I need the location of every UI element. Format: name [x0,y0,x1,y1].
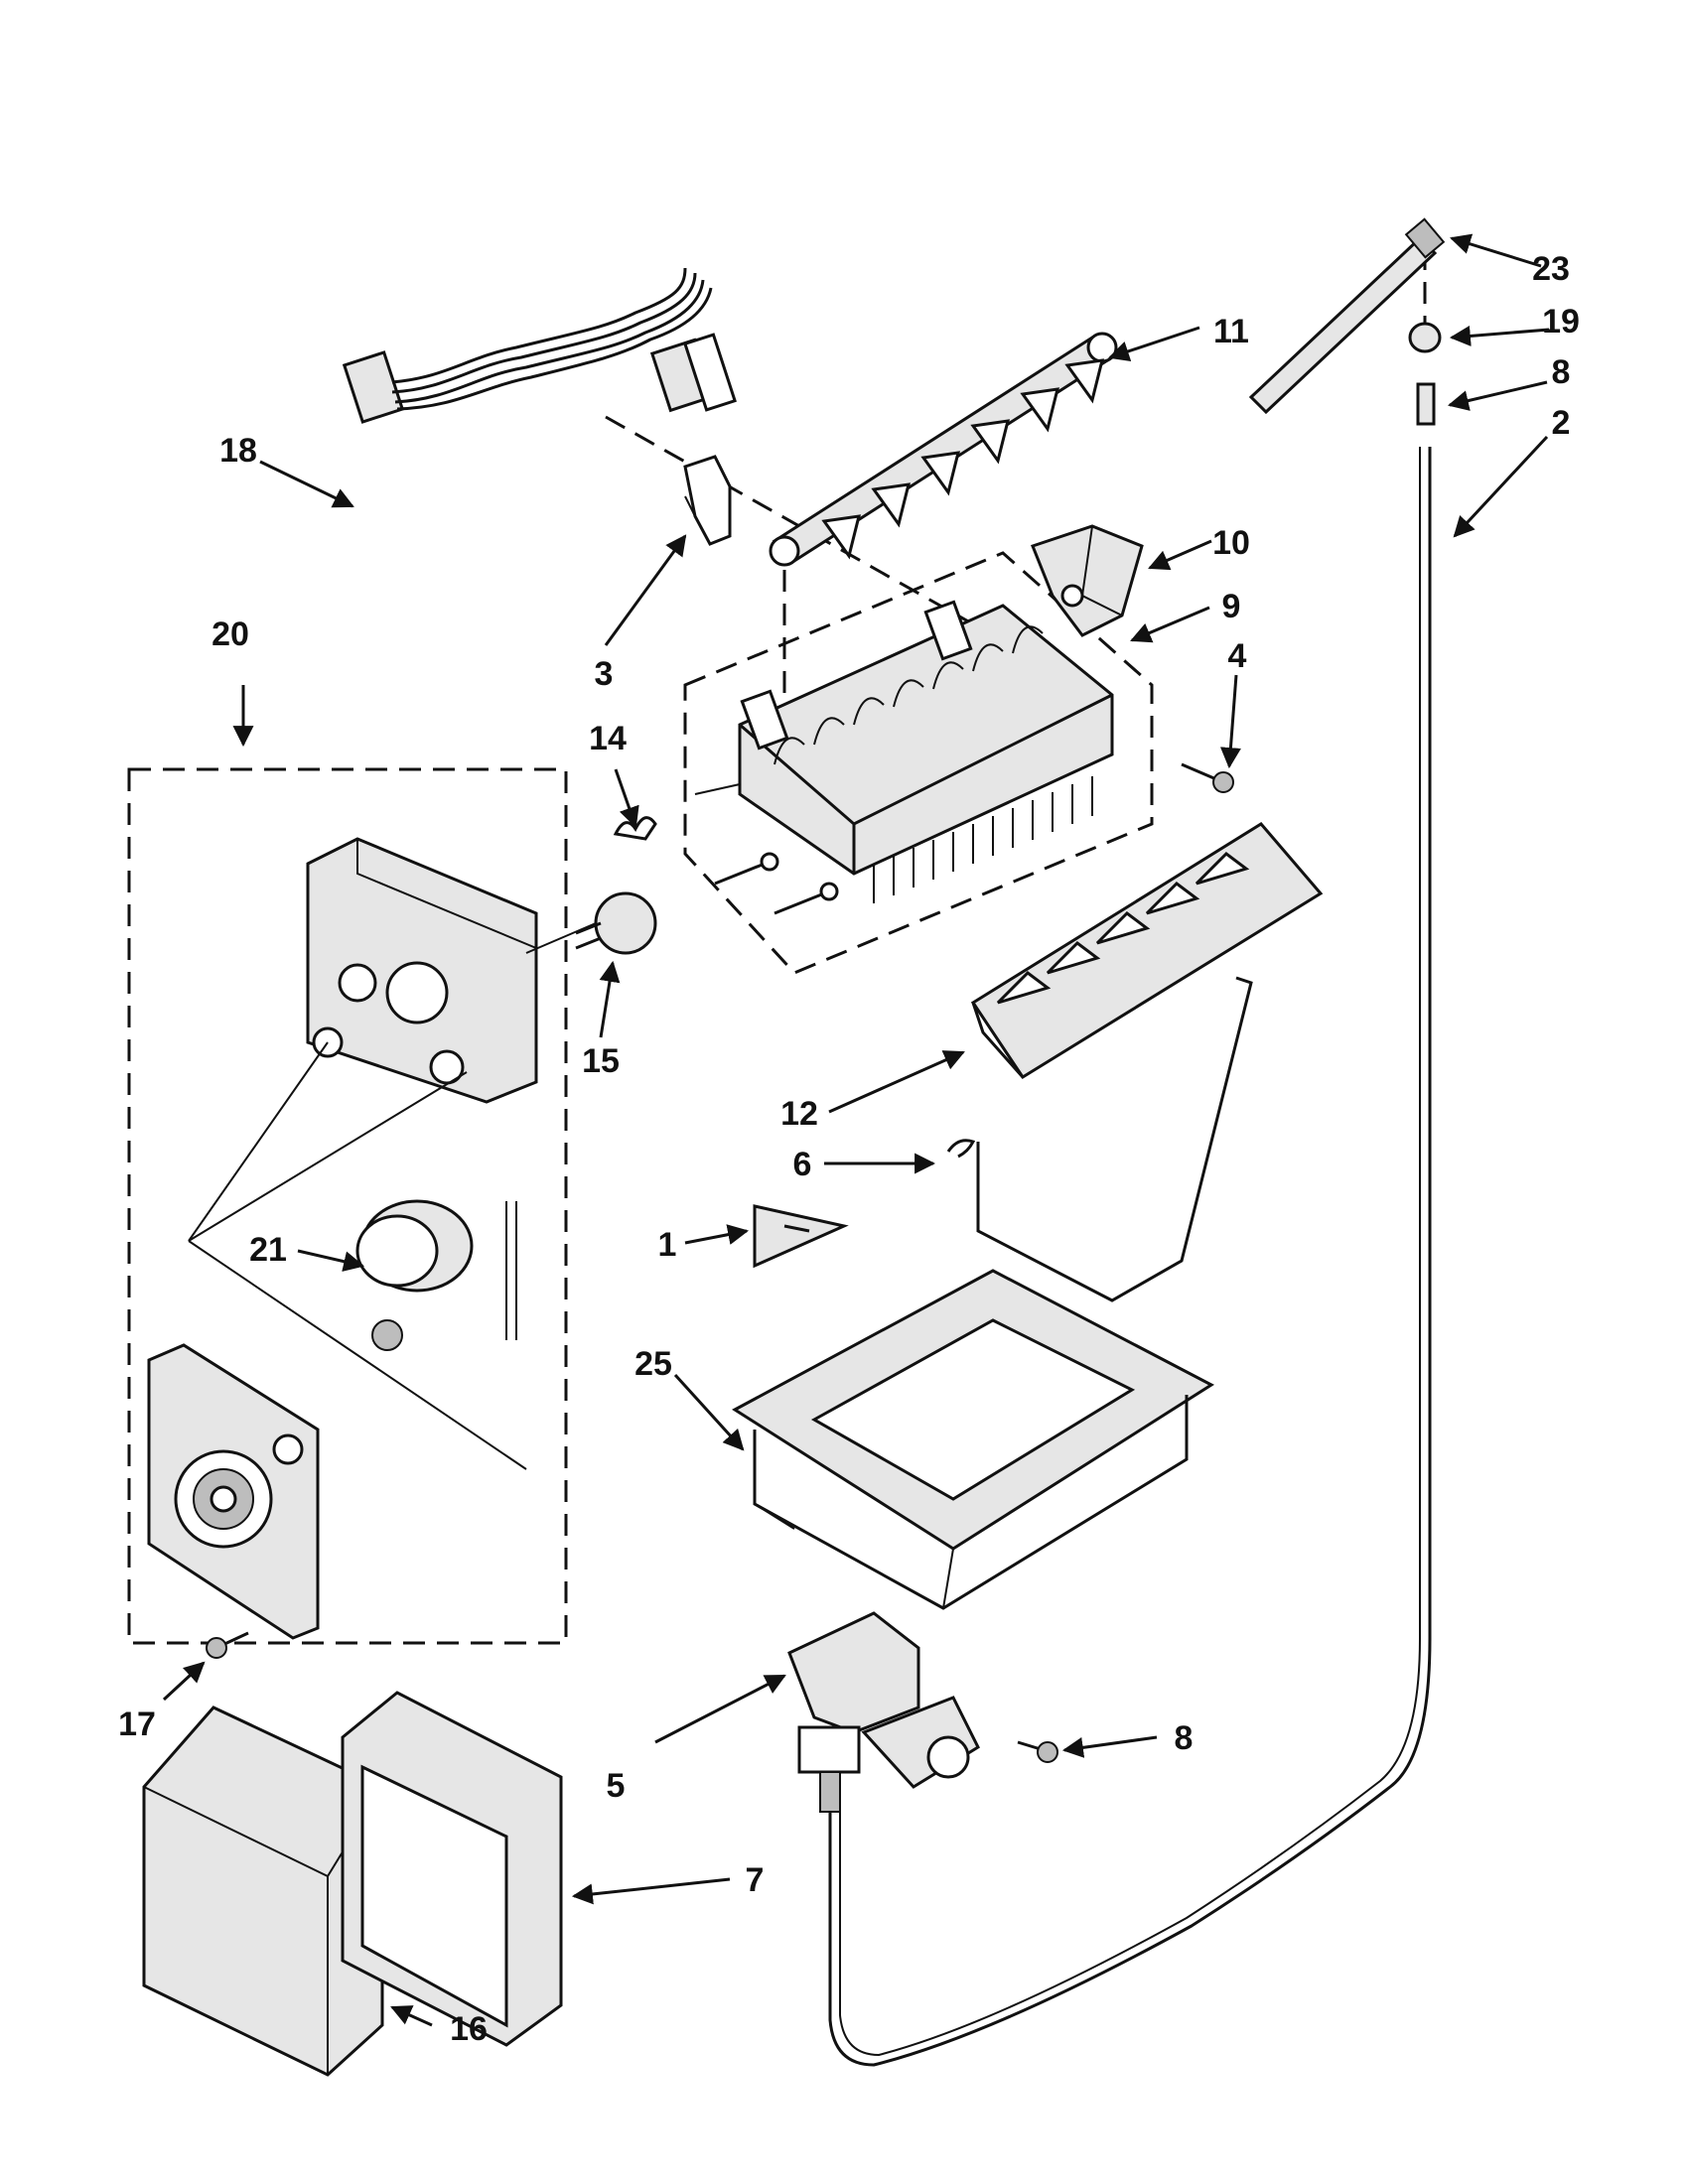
callout-8-lower: 8 [1175,1719,1194,1757]
water-valve-part [787,1611,980,1813]
callout-21: 21 [249,1231,287,1269]
control-module-group-outline [127,767,568,1645]
callout-12: 12 [780,1095,818,1133]
valve-screw-part [1017,1740,1058,1763]
cover-gasket-part [341,1691,563,2047]
callout-8: 8 [1552,353,1571,391]
callout-14: 14 [589,720,627,757]
callout-20: 20 [211,615,249,653]
mounting-screw-part [206,1631,249,1659]
callout-18: 18 [219,432,257,470]
plate-part [753,1204,849,1269]
callout-2: 2 [1552,404,1571,442]
screw-part [1181,762,1234,793]
callout-leaders [162,233,1550,2027]
callout-25: 25 [634,1345,672,1383]
callout-17: 17 [118,1706,156,1743]
grommet-part [1408,322,1442,353]
callout-19: 19 [1542,303,1580,341]
control-plate-part [147,1343,320,1640]
callout-5: 5 [607,1767,626,1805]
callout-1: 1 [658,1226,677,1264]
mold-assembly-group-outline [683,551,1154,975]
callout-10: 10 [1212,524,1250,562]
assembly-guide-line [525,922,597,954]
water-tube-part [828,447,1432,2067]
callout-9: 9 [1222,588,1241,625]
callout-15: 15 [582,1042,620,1080]
callout-23: 23 [1532,250,1570,288]
thermostat-part [575,891,657,955]
fill-tube-part [1248,217,1446,415]
front-cover-part [142,1706,384,2077]
motor-part [355,1199,517,1351]
ice-stripper-part [970,822,1324,1080]
small-clip-part [613,816,657,841]
bracket-part [1031,524,1144,637]
callout-16: 16 [450,2010,488,2048]
control-housing-part [306,837,538,1104]
mold-part [694,600,1114,915]
callout-11: 11 [1213,313,1249,350]
assembly-guide-line [188,1240,527,1470]
shutoff-arm-wire [976,976,1253,1302]
tube-sleeve-part [1416,382,1436,426]
assembly-guide-line [188,1071,468,1242]
ice-bin-part [732,1269,1214,1610]
callout-7: 7 [746,1861,765,1899]
ejector-part [769,332,1118,567]
water-tube-part-inner [839,447,1421,2057]
spring-part [946,1139,976,1159]
callout-6: 6 [793,1146,812,1183]
callout-4: 4 [1228,637,1247,675]
assembly-guide-line [188,1041,329,1242]
clip-part [683,455,732,546]
wire-harness-part [342,267,737,424]
callout-3: 3 [595,655,614,693]
